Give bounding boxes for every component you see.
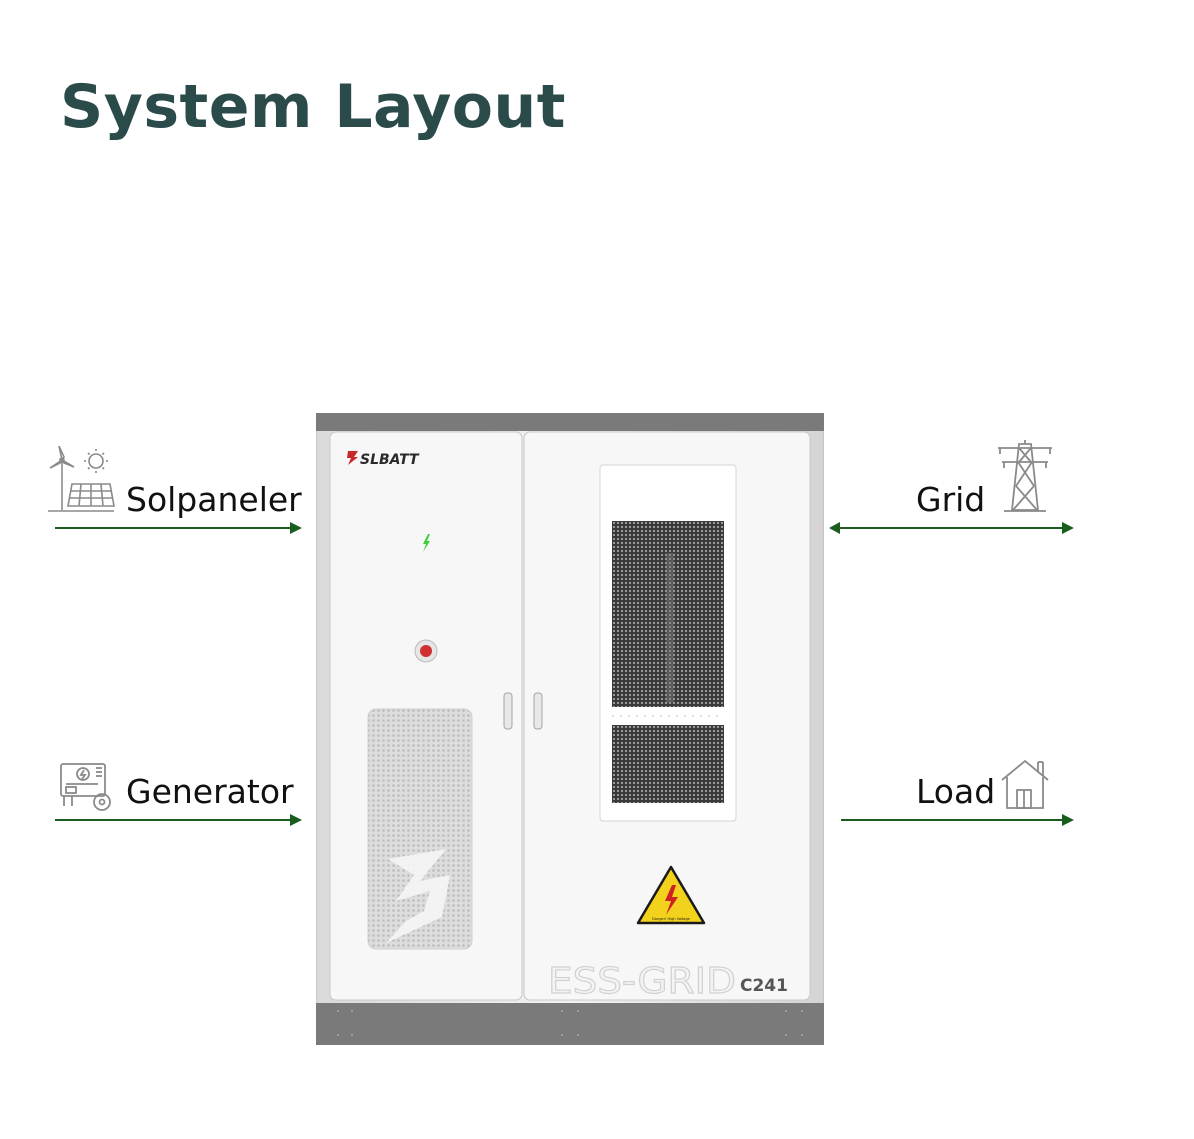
generator-label: Generator — [126, 772, 294, 811]
high-voltage-warning-icon — [636, 865, 706, 925]
solar-arrow — [55, 522, 302, 534]
vent-logo — [386, 849, 450, 943]
model-main-text: ESS-GRID — [548, 961, 736, 1002]
emergency-stop-button — [414, 639, 438, 663]
solar-wind-icon — [48, 446, 115, 512]
solar-label: Solpaneler — [126, 480, 302, 519]
generator-arrow — [55, 814, 302, 826]
brand-text: SLBATT — [360, 452, 420, 468]
grid-arrow — [829, 522, 1074, 534]
left-handle — [503, 692, 513, 730]
cooling-unit — [599, 464, 737, 822]
right-handle — [533, 692, 543, 730]
load-label: Load — [916, 772, 996, 811]
left-vent — [367, 708, 473, 950]
power-tower-icon — [998, 440, 1052, 512]
brand-logo — [347, 451, 358, 465]
battery-cabinet: SLBATT Danger! High Voltage ESS-GRID C24… — [316, 413, 824, 1045]
house-icon — [1001, 759, 1049, 809]
load-arrow — [841, 814, 1074, 826]
model-code-text: C241 — [740, 976, 788, 996]
grid-label: Grid — [916, 480, 986, 519]
status-light-icon — [423, 534, 430, 552]
generator-icon — [60, 763, 111, 811]
page-title: System Layout — [60, 72, 566, 142]
warning-text: Danger! High Voltage — [652, 917, 690, 921]
